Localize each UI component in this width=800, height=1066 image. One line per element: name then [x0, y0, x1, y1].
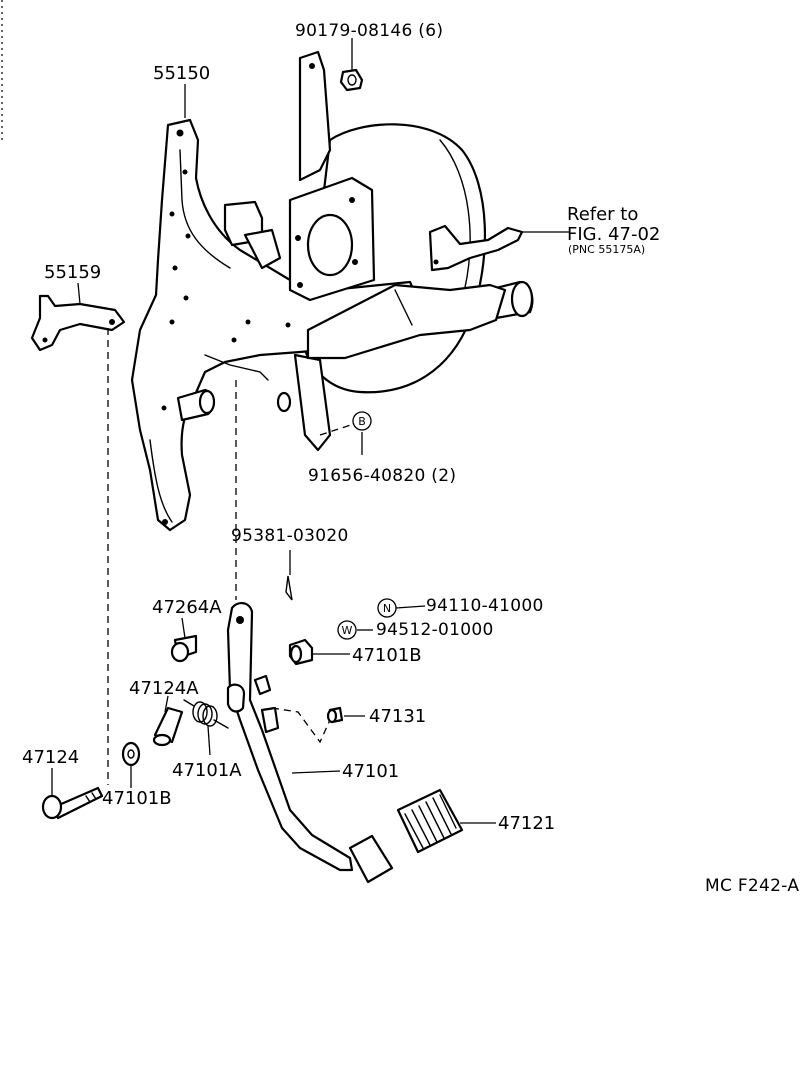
- symbol-w: W: [337, 620, 357, 640]
- symbol-b: B: [352, 411, 372, 431]
- label-91656-40820: 91656-40820 (2): [308, 466, 456, 486]
- pin-47264A: [170, 634, 198, 663]
- cotter-pin-95381: [285, 575, 293, 601]
- label-47264A: 47264A: [152, 597, 222, 618]
- label-47101: 47101: [342, 761, 399, 782]
- label-refer-to: Refer to: [567, 204, 638, 225]
- assembly-lines: [107, 328, 361, 785]
- brace-55159: [30, 294, 126, 352]
- collar-47124A: [152, 706, 184, 747]
- cross-member: [306, 283, 507, 360]
- pedal-pad-47121: [396, 788, 464, 854]
- label-47124A: 47124A: [129, 678, 199, 699]
- label-94512-01000: 94512-01000: [376, 620, 494, 640]
- label-47124: 47124: [22, 747, 79, 768]
- pedal-arm-47101: [226, 602, 394, 884]
- symbol-w-text: W: [342, 624, 353, 637]
- label-55159: 55159: [44, 262, 101, 283]
- label-90179-08146: 90179-08146 (6): [295, 21, 443, 41]
- label-95381-03020: 95381-03020: [231, 526, 349, 546]
- symbol-b-text: B: [358, 415, 366, 428]
- bolt-47124: [41, 786, 104, 820]
- refer-bracket: [428, 224, 524, 272]
- label-47131: 47131: [369, 706, 426, 727]
- label-47101B-upper: 47101B: [352, 645, 422, 666]
- symbol-n-text: N: [383, 602, 391, 615]
- leader-lines: [51, 38, 570, 824]
- label-94110-41000: 94110-41000: [426, 596, 544, 616]
- stopper-47131: [326, 706, 344, 724]
- label-55150: 55150: [153, 63, 210, 84]
- bushing-47101B-upper: [288, 638, 314, 666]
- label-pnc-55175a: (PNC 55175A): [568, 243, 645, 256]
- symbol-n: N: [377, 598, 397, 618]
- nut-90179: [339, 68, 364, 92]
- label-47101A: 47101A: [172, 760, 242, 781]
- bushing-47101B-lower: [121, 741, 141, 767]
- figure-code: MC F242-A: [705, 876, 799, 896]
- label-47101B-lower: 47101B: [102, 788, 172, 809]
- pedal-bracket-55150: [130, 118, 420, 532]
- label-fig-47-02: FIG. 47-02: [567, 224, 660, 245]
- label-47121: 47121: [498, 813, 555, 834]
- spring-47101A: [183, 699, 229, 729]
- booster-mount-bracket: [223, 50, 376, 452]
